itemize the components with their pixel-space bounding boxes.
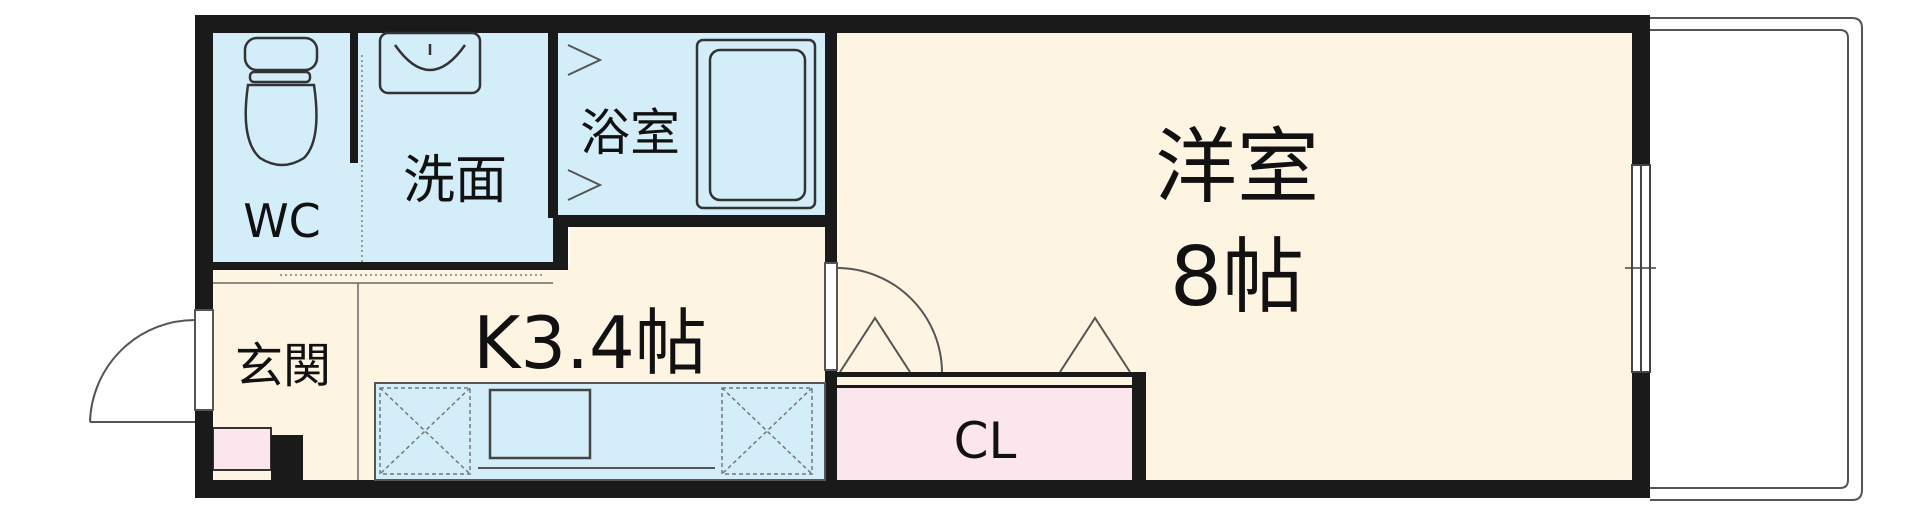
bathroom-label: 浴室 (580, 104, 680, 162)
entry-box (212, 427, 272, 471)
storage-box-icon (379, 387, 813, 475)
walls (195, 15, 1650, 498)
kitchen-upper-floor (570, 225, 825, 270)
sink-icon (488, 388, 592, 460)
closet-door-icon (839, 316, 1131, 373)
western-room-label-line1: 洋室 (1155, 120, 1319, 215)
washbasin-icon (378, 31, 482, 95)
bath-door-icon (567, 44, 603, 201)
washroom-floor (353, 33, 563, 265)
western-room-label-line2: 8帖 (1170, 230, 1304, 325)
bathtub-icon (695, 38, 817, 210)
bathroom-floor (563, 33, 825, 215)
toilet-icon (243, 36, 319, 167)
washroom-label: 洗面 (403, 151, 507, 211)
balcony-icon (1650, 17, 1863, 501)
window-icon (1625, 164, 1656, 373)
kitchen-counter (374, 382, 826, 481)
closet-floor (835, 385, 1132, 480)
entrance-label: 玄関 (235, 338, 331, 394)
entrance-door-swing-icon (89, 309, 214, 423)
door-swing-icon (824, 262, 943, 373)
wc-label: WC (243, 194, 321, 248)
kitchen-label: K3.4帖 (473, 301, 707, 385)
closet-label: CL (954, 412, 1017, 470)
